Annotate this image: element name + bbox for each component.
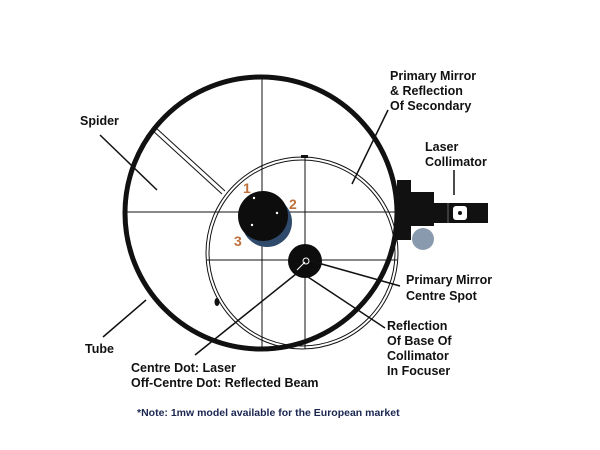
screw-dot xyxy=(275,211,279,215)
collimator-base-reflection xyxy=(288,244,322,278)
screw-dot xyxy=(252,196,256,200)
label-primary-mirror-3: Of Secondary xyxy=(390,99,471,113)
screw-number-3: 3 xyxy=(234,233,242,249)
spider-vane xyxy=(151,129,223,195)
label-reflection-4: In Focuser xyxy=(387,364,450,378)
collimator-knob xyxy=(412,228,434,250)
leader-primary xyxy=(351,109,389,185)
label-centre-spot-1: Primary Mirror xyxy=(406,273,492,287)
mirror-clip-top xyxy=(301,155,308,158)
label-collimator-1: Laser xyxy=(425,140,458,154)
leader-spider xyxy=(99,134,158,191)
secondary-mirror xyxy=(238,191,288,241)
label-collimator-2: Collimator xyxy=(425,155,487,169)
centre-spot xyxy=(302,257,310,265)
screw-number-2: 2 xyxy=(289,196,297,212)
label-reflection-1: Reflection xyxy=(387,319,447,333)
leader-centre-dot xyxy=(194,273,297,356)
primary-mirror-ring-inner xyxy=(208,159,396,347)
leader-centre-dot-2 xyxy=(296,261,306,271)
label-spider: Spider xyxy=(80,114,119,128)
screw-number-1: 1 xyxy=(243,180,251,196)
label-centre-spot-2: Centre Spot xyxy=(406,289,478,303)
label-primary-mirror-2: & Reflection xyxy=(390,84,463,98)
collimator-body xyxy=(410,192,434,226)
focuser-block xyxy=(397,180,411,240)
label-reflection-2: Of Base Of xyxy=(387,334,452,348)
footnote: *Note: 1mw model available for the Europ… xyxy=(137,407,400,419)
leader-tube xyxy=(102,299,147,338)
label-centre-dot-2: Off-Centre Dot: Reflected Beam xyxy=(131,376,319,390)
leader-centre-spot xyxy=(310,260,401,287)
leader-base xyxy=(307,276,386,329)
label-centre-dot-1: Centre Dot: Laser xyxy=(131,361,236,375)
label-primary-mirror-1: Primary Mirror xyxy=(390,69,476,83)
screw-dot xyxy=(250,223,254,227)
mirror-clip-bottom xyxy=(214,298,220,306)
label-tube: Tube xyxy=(85,342,114,356)
spider-vane-2 xyxy=(154,126,226,192)
label-reflection-3: Collimator xyxy=(387,349,449,363)
laser-dot xyxy=(458,211,462,215)
